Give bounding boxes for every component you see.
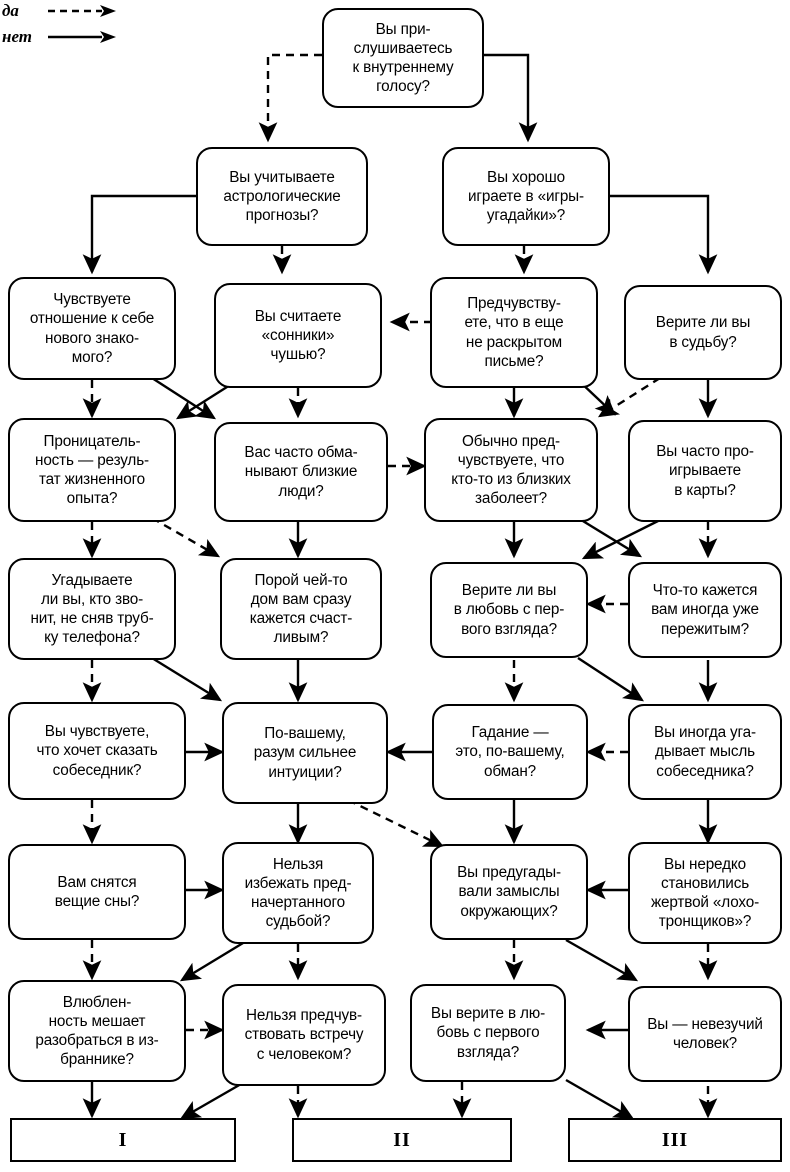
node-lose-at-cards[interactable]: Вы часто про- игрываете в карты?: [628, 420, 782, 522]
node-guess-caller[interactable]: Угадываете ли вы, кто зво- нит, не сняв …: [8, 558, 176, 660]
node-scam-victim[interactable]: Вы нередко становились жертвой «лохо- тр…: [628, 842, 782, 944]
legend-row-yes: да: [2, 0, 118, 22]
node-unopened-letter[interactable]: Предчувству- ете, что в еще не раскрытом…: [430, 277, 598, 388]
node-love-blinds[interactable]: Влюблен- ность мешает разобраться в из- …: [8, 980, 186, 1082]
legend-yes-label: да: [2, 1, 19, 20]
node-cannot-foresee-meeting[interactable]: Нельзя предчув- ствовать встречу с челов…: [222, 984, 386, 1086]
edge-illness-right: [577, 516, 643, 558]
legend-solid-arrow-icon: [48, 31, 116, 43]
node-dreambooks[interactable]: Вы считаете «сонники» чушью?: [214, 283, 382, 388]
node-deja-vu[interactable]: Что-то кажется вам иногда уже пережитым?: [628, 562, 782, 658]
node-love-first-sight-1[interactable]: Верите ли вы в любовь с пер- вого взгляд…: [430, 562, 588, 658]
node-feel-attitude[interactable]: Чувствуете отношение к себе нового знако…: [8, 277, 176, 380]
node-deceived-by-close[interactable]: Вас часто обма- нывают близкие люди?: [214, 422, 388, 522]
node-cannot-avoid-destiny[interactable]: Нельзя избежать пред- начертанного судьб…: [222, 842, 374, 944]
edge-phone-no: [151, 656, 223, 702]
legend-no-label: нет: [2, 27, 32, 46]
edge-feel-no: [151, 376, 217, 420]
node-guess-thought[interactable]: Вы иногда уга- дывает мысль собеседника?: [628, 704, 782, 800]
legend: да нет: [0, 0, 130, 60]
node-astrology[interactable]: Вы учитываете астрологические прогнозы?: [196, 147, 368, 246]
node-happy-house[interactable]: Порой чей-то дом вам сразу кажется счаст…: [220, 558, 382, 660]
edge-root-no: [484, 53, 538, 143]
legend-dashed-arrow-icon: [48, 5, 116, 17]
edge-root-yes: [258, 53, 322, 143]
node-fortune-telling-deceit[interactable]: Гадание — это, по-вашему, обман?: [432, 704, 588, 800]
result-box-1[interactable]: I: [10, 1118, 236, 1162]
node-root[interactable]: Вы при- слушиваетесь к внутреннему голос…: [322, 8, 484, 108]
edge-destiny-left: [179, 938, 249, 982]
edge-astro-no: [82, 194, 196, 275]
result-box-2[interactable]: II: [292, 1118, 512, 1162]
edge-games-no: [610, 194, 718, 275]
node-prophetic-dreams[interactable]: Вам снятся вещие сны?: [8, 844, 186, 940]
node-foresee-illness[interactable]: Обычно пред- чувствуете, что кто-то из б…: [424, 418, 598, 522]
node-insight-experience[interactable]: Проницатель- ность — резуль- тат жизненн…: [8, 418, 176, 522]
node-reason-over-intuition[interactable]: По-вашему, разум сильнее интуиции?: [222, 702, 388, 804]
node-love-first-sight-2[interactable]: Вы верите в лю- бовь с первого взгляда?: [410, 984, 566, 1082]
edge-plans-right: [565, 938, 639, 982]
edge-insight-no: [151, 516, 221, 558]
edge-reason-diag: [347, 798, 445, 848]
legend-row-no: нет: [2, 26, 118, 48]
node-unlucky-person[interactable]: Вы — невезучий человек?: [628, 986, 782, 1082]
node-feel-interlocutor[interactable]: Вы чувствуете, что хочет сказать собесед…: [8, 702, 186, 800]
edge-love1-right: [577, 656, 645, 702]
edge-fate-yes: [597, 376, 661, 418]
edge-cards-left: [581, 516, 665, 560]
node-believe-fate[interactable]: Верите ли вы в судьбу?: [624, 285, 782, 380]
node-foresee-plans[interactable]: Вы предугады- вали замыслы окружающих?: [430, 844, 588, 940]
result-box-3[interactable]: III: [568, 1118, 782, 1162]
node-guessing-games[interactable]: Вы хорошо играете в «игры- угадайки»?: [442, 147, 610, 246]
edge-love2-result3: [565, 1078, 635, 1120]
